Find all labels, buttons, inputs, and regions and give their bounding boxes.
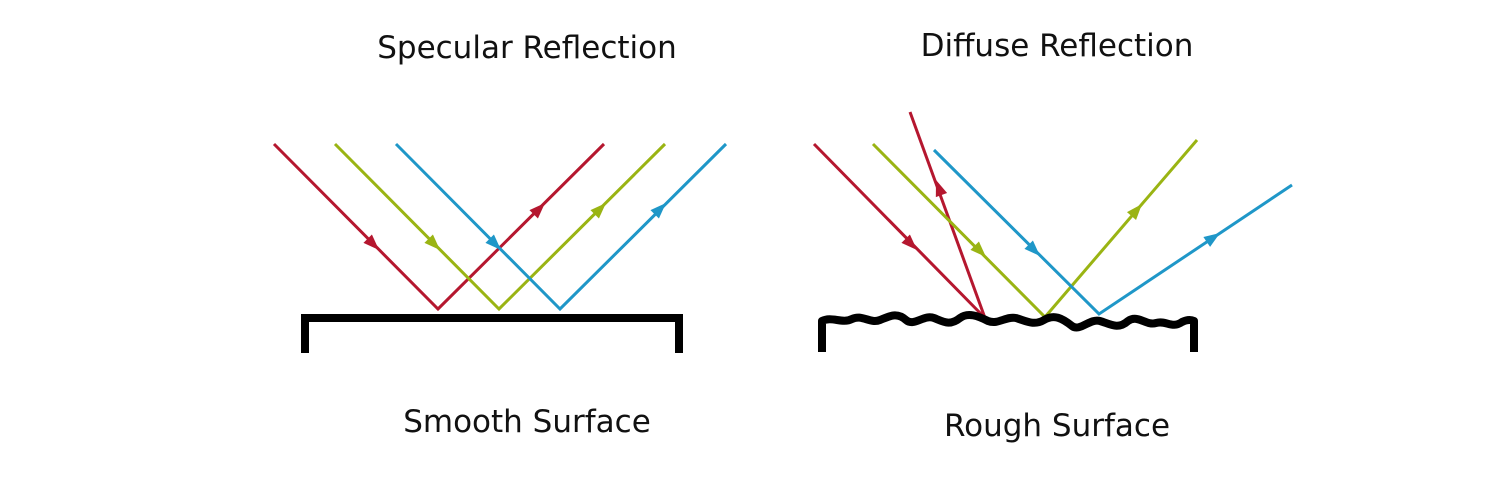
blue-arrow-reflected (650, 203, 666, 219)
blue-arrow-reflected-diffuse (1203, 233, 1220, 247)
rough-surface-caption: Rough Surface (943, 408, 1171, 444)
red-ray-reflected-diffuse (908, 111, 987, 319)
specular-reflection-title: Specular Reflection (377, 30, 677, 66)
blue-arrow-incident (485, 234, 501, 250)
red-arrow-reflected (529, 203, 545, 219)
red-ray-specular (272, 142, 606, 312)
smooth-surface (301, 314, 683, 353)
rough-surface (818, 311, 1198, 352)
specular-panel (272, 142, 728, 353)
blue-arrow-incident-diffuse (1024, 240, 1040, 256)
green-ray-diffuse (871, 139, 1199, 320)
green-ray-specular (333, 142, 667, 312)
diffuse-panel (812, 111, 1293, 352)
red-arrow-reflected-diffuse (935, 180, 948, 198)
green-arrow-incident (424, 234, 440, 250)
red-arrow-incident (363, 234, 379, 250)
green-arrow-reflected-diffuse (1126, 204, 1142, 221)
red-arrow-incident-diffuse (901, 234, 917, 250)
diffuse-reflection-title: Diffuse Reflection (920, 28, 1194, 64)
blue-ray-diffuse (932, 148, 1293, 316)
green-arrow-incident-diffuse (970, 241, 986, 257)
red-ray-incident-diffuse (812, 142, 987, 320)
blue-ray-specular (394, 142, 728, 312)
smooth-surface-caption: Smooth Surface (403, 404, 651, 440)
green-arrow-reflected (590, 203, 606, 219)
